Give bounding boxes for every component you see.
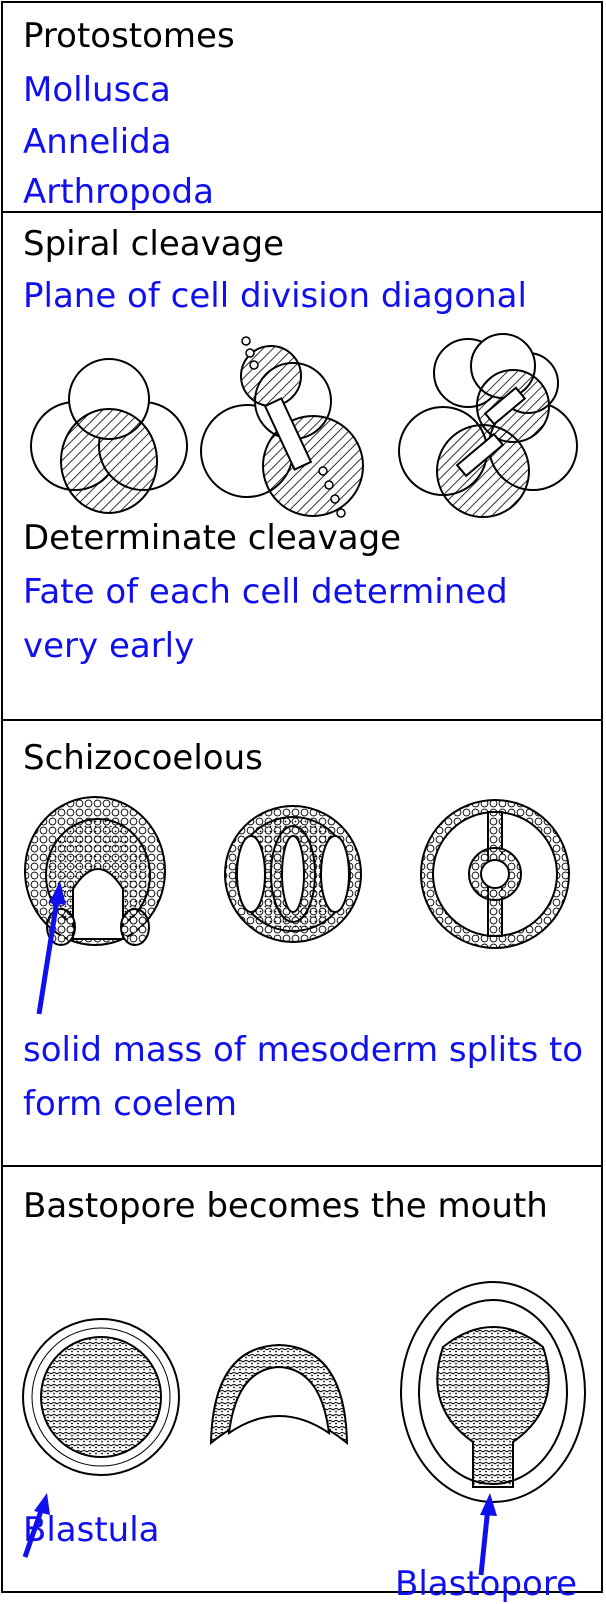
blastopore-label: Blastopore <box>395 1567 577 1601</box>
eight-cell-embryo-dividing <box>201 337 363 517</box>
spiral-cleavage-heading: Spiral cleavage <box>23 227 284 261</box>
blastopore-heading: Bastopore becomes the mouth <box>23 1189 548 1223</box>
embryo-mesoderm-splitting <box>225 806 361 942</box>
phylum-arthropoda: Arthropoda <box>23 175 214 209</box>
determinate-detail-line-1: Fate of each cell determined <box>23 575 508 609</box>
blastula-embryo <box>23 1319 179 1475</box>
gastrula-embryo <box>401 1282 585 1502</box>
blastula-label: Blastula <box>23 1513 159 1547</box>
sixteen-cell-embryo <box>399 334 577 517</box>
embryo-with-coelom <box>421 800 569 948</box>
phylum-mollusca: Mollusca <box>23 73 171 107</box>
schizocoelous-heading: Schizocoelous <box>23 741 263 775</box>
schizocoelous-cell: Schizocoelous <box>3 721 601 1167</box>
schizocoelous-diagram <box>3 799 603 1019</box>
blastopore-cell: Bastopore becomes the mouth <box>3 1167 601 1593</box>
embryo-mesoderm-mass <box>25 797 165 945</box>
determinate-cleavage-heading: Determinate cleavage <box>23 521 401 555</box>
four-cell-embryo <box>31 359 187 513</box>
protostomes-heading: Protostomes <box>23 19 235 53</box>
schizocoelous-detail-line-1: solid mass of mesoderm splits to <box>23 1033 583 1067</box>
protostomes-cell: Protostomes Mollusca Annelida Arthropoda <box>3 3 601 213</box>
phylum-annelida: Annelida <box>23 125 172 159</box>
schizocoelous-detail-line-2: form coelem <box>23 1087 237 1121</box>
spiral-cleavage-diagram <box>3 321 603 521</box>
early-gastrula-embryo <box>211 1345 347 1443</box>
spiral-cleavage-cell: Spiral cleavage Plane of cell division d… <box>3 213 601 721</box>
determinate-detail-line-2: very early <box>23 629 194 663</box>
blastopore-arrow-icon <box>480 1493 497 1575</box>
spiral-cleavage-detail: Plane of cell division diagonal <box>23 279 527 313</box>
